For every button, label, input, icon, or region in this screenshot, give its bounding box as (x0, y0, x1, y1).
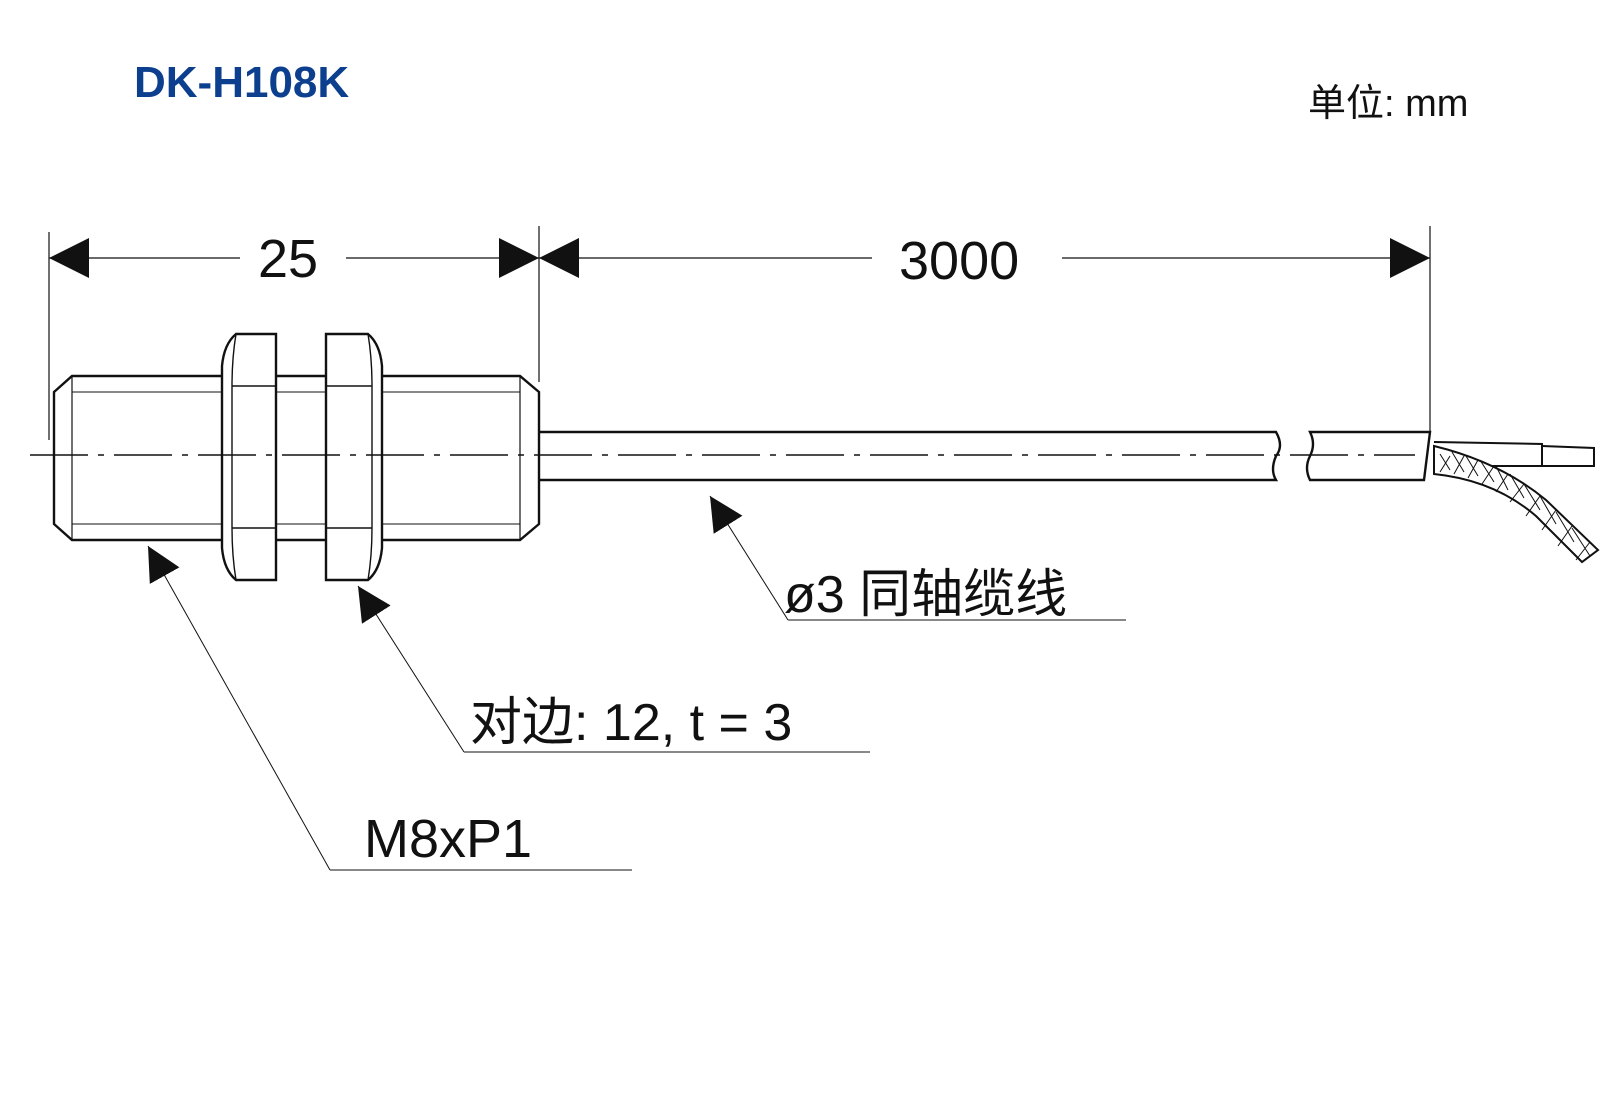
cable-leader-line (709, 495, 789, 621)
cable-length-dimension: 3000 (899, 231, 1020, 291)
cable-segment-2 (1305, 430, 1432, 482)
body-length-dimension: 25 (258, 229, 319, 289)
cable-callout-label: ø3 同轴缆线 (784, 566, 1068, 624)
thread-leader-line (147, 545, 331, 871)
thread-callout-label: M8xP1 (364, 809, 533, 869)
threaded-body (52, 374, 541, 542)
nut-callout-label: 对边: 12, t = 3 (470, 694, 793, 752)
unit-label: 单位: mm (1308, 83, 1469, 125)
cable-segment-1 (539, 430, 1282, 482)
braided-shield (1433, 444, 1600, 564)
model-title: DK-H108K (134, 58, 350, 107)
hex-nut-2 (324, 332, 384, 582)
nut-leader-line (357, 585, 465, 753)
hex-nut-1 (220, 332, 278, 582)
